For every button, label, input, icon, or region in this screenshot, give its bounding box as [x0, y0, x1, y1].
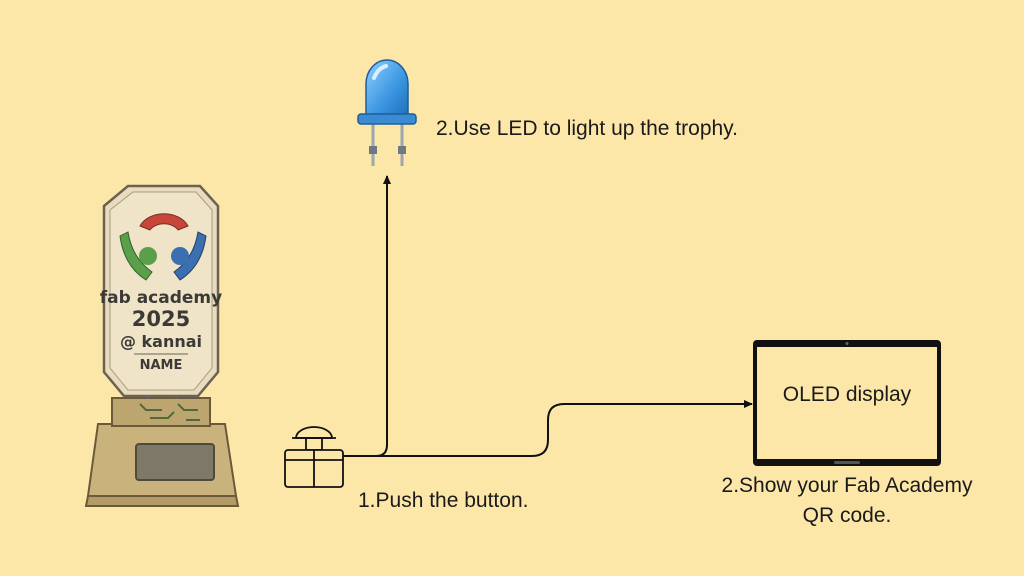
- trophy-line1: fab academy: [100, 288, 222, 308]
- button-caption: 1.Push the button.: [358, 489, 529, 512]
- led-icon: [357, 59, 417, 166]
- oled-display-label: OLED display: [782, 383, 912, 406]
- trophy-illustration: fab academy 2025 @ kannai NAME: [84, 184, 240, 507]
- trophy-line2: 2025: [132, 307, 190, 331]
- led-caption: 2.Use LED to light up the trophy.: [436, 117, 738, 140]
- oled-display-icon: [753, 340, 941, 466]
- arrow-to-led: [343, 175, 391, 457]
- trophy-name-plate: NAME: [140, 358, 183, 373]
- arrow-to-oled: [343, 400, 753, 457]
- oled-caption: 2.Show your Fab Academy QR code.: [721, 474, 973, 527]
- connectors: [343, 175, 753, 457]
- push-button-icon: [284, 426, 344, 488]
- trophy-line3: @ kannai: [120, 332, 202, 351]
